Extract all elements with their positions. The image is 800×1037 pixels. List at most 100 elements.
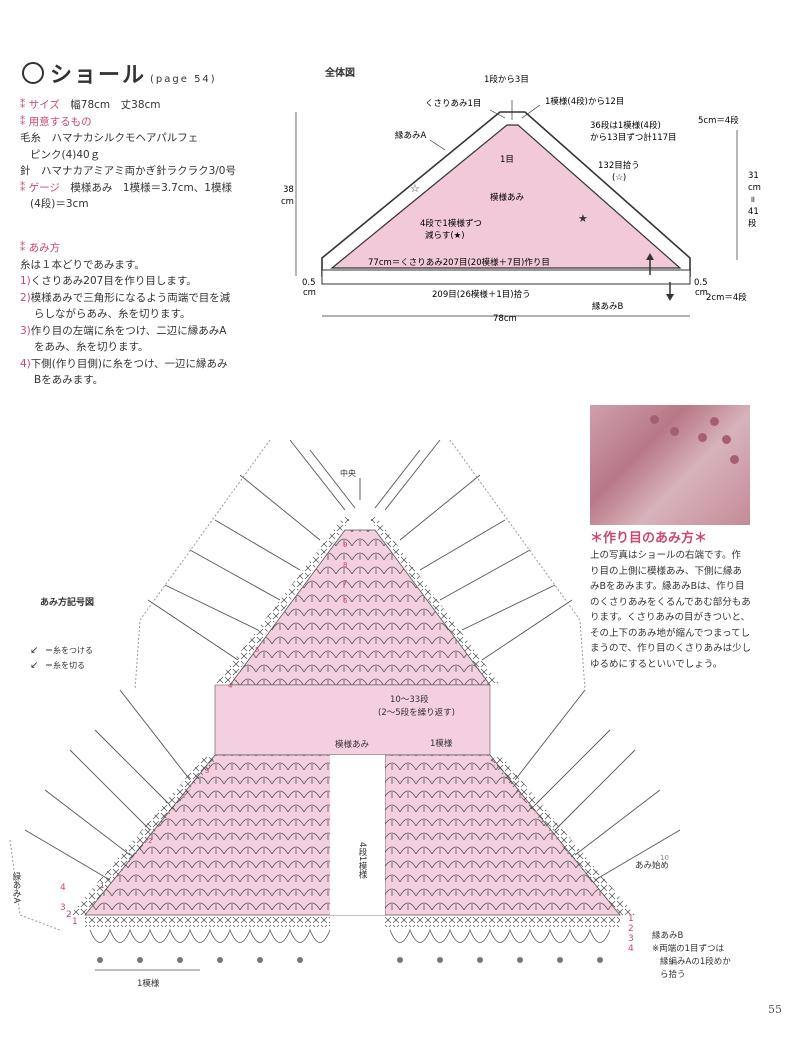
label-h38-cm: cm	[281, 197, 294, 207]
svg-text:2: 2	[66, 910, 72, 920]
method-step: Bをあみます。	[34, 374, 104, 386]
overall-diagram: 全体図 ☆ ★ 1段から3目 くさりあみ1目 1模様(4段)から12目 縁あみA…	[281, 66, 761, 324]
label-5cm: 5cm＝4段	[698, 115, 739, 126]
star-filled-icon: ★	[578, 212, 588, 225]
attach-icon: ↙	[30, 645, 38, 656]
chart-edge-a: 縁あみA	[11, 871, 21, 903]
label-star-open: (☆)	[612, 173, 626, 183]
chart-edge-b: 縁あみB	[652, 930, 684, 941]
method-step: 2)模様あみで三角形になるよう両端で目を減	[20, 291, 231, 304]
label-pattern4-12: 1模様(4段)から12目	[545, 96, 624, 107]
yarn-line: 毛糸 ハマナカシルクモヘアパルフェ	[20, 132, 199, 144]
label-edge-b: 縁あみB	[592, 301, 624, 312]
fringe-upper	[147, 439, 573, 661]
label-half-left-cm: cm	[303, 288, 316, 298]
label-dec2: 減らす(★)	[425, 230, 465, 241]
title-text: ショール	[50, 63, 147, 88]
label-half-right-cm: cm	[695, 288, 708, 298]
overall-title: 全体図	[324, 66, 355, 79]
svg-text:4: 4	[60, 883, 66, 893]
shawl-photo	[590, 405, 750, 525]
edge-b-strip	[321, 269, 691, 285]
label-rdan: 段	[748, 218, 757, 229]
rows-note: 10〜33段	[390, 694, 429, 705]
right-row-numbers: 1 2 3 4	[628, 914, 634, 954]
method-block: ⁑ あみ方 糸は１本どりであみます。 1)くさりあみ207目を作り目します。 2…	[20, 240, 290, 389]
chart-start: あみ始め	[635, 860, 669, 871]
label-req: ॥	[750, 195, 755, 205]
photo-description: 上の写真はショールの右端です。作 り目の上側に模様あみ、下側に縁あ みBをあみま…	[590, 550, 752, 670]
method-step: をあみ、糸を切ります。	[34, 341, 149, 353]
size-label: サイズ	[28, 99, 60, 111]
chart-one-pattern: 1模様	[430, 738, 453, 749]
gauge-value-2: (4段)＝3cm	[30, 198, 89, 210]
specs-block: ⁑ サイズ 幅78cm 丈38cm ⁑ 用意するもの 毛糸 ハマナカシルクモヘア…	[20, 97, 285, 213]
chart-edge-b-note3: ら拾う	[660, 969, 686, 980]
svg-text:3: 3	[60, 903, 66, 913]
svg-text:8: 8	[343, 561, 347, 569]
row-marks: 9 8 7 6 5 4 3 2 1 10	[100, 541, 669, 890]
rows-note-2: (2〜5段を繰り返す)	[378, 707, 455, 718]
svg-text:4: 4	[228, 682, 233, 690]
chart-four-rows: 4段1模様	[357, 842, 367, 878]
svg-text:3: 3	[205, 767, 209, 775]
chart-pattern-label: 模様あみ	[335, 739, 370, 750]
needle-line: 針 ハマナカアミアミ両かぎ針ラクラク3/0号	[20, 165, 236, 177]
photo-subtitle: ＊作り目のあみ方＊	[590, 531, 708, 546]
label-pick132: 132目拾う	[598, 160, 640, 171]
label-half-left: 0.5	[302, 278, 316, 288]
method-step: 1)くさりあみ207目を作り目します。	[20, 275, 197, 287]
edge-b-right	[385, 915, 620, 927]
method-label: あみ方	[28, 242, 61, 254]
legend-cut: ＝糸を切る	[45, 660, 85, 670]
left-row-numbers: 4 3 2 1	[60, 883, 78, 927]
label-pick36: 36段は1模様(4段)	[590, 120, 661, 131]
gauge-label: ゲージ	[28, 181, 60, 194]
method-step: 4)下側(作り目側)に糸をつけ、一辺に縁あみ	[20, 357, 228, 370]
svg-text:9: 9	[343, 541, 347, 549]
svg-text:1: 1	[100, 882, 104, 890]
label-r41: 41	[748, 207, 759, 217]
page-title: ショール(page 54)	[22, 57, 217, 89]
chart-edge-b-note2: 縁編みAの1段めか	[660, 956, 731, 967]
label-r31: 31	[748, 171, 759, 181]
size-value: 幅78cm 丈38cm	[70, 99, 161, 111]
svg-text:7: 7	[343, 579, 347, 587]
label-1st: 1目	[500, 155, 514, 165]
method-step: らしながらあみ、糸を切ります。	[34, 308, 191, 320]
method-step: 3)作り目の左端に糸をつけ、二辺に縁あみA	[20, 324, 227, 337]
label-pick36b: から13目ずつ計117目	[590, 132, 677, 143]
page-reference: (page 54)	[150, 74, 217, 85]
label-2cm: 2cm＝4段	[706, 292, 747, 303]
chart-center-label: 中央	[340, 468, 356, 478]
svg-text:1: 1	[72, 917, 78, 927]
q-circle-icon	[22, 62, 44, 84]
svg-text:3: 3	[628, 934, 634, 944]
svg-text:1: 1	[628, 914, 634, 924]
chart-title: あみ方記号図	[40, 596, 94, 608]
label-chain-note: 77cm＝くさりあみ207目(20模様＋7目)作り目	[368, 257, 550, 268]
method-intro: 糸は１本どりであみます。	[20, 258, 145, 271]
label-half-right: 0.5	[694, 278, 708, 288]
label-w78: 78cm	[493, 314, 517, 324]
label-rcm: cm	[748, 183, 761, 193]
label-main-pattern: 模様あみ	[490, 192, 525, 203]
svg-text:2: 2	[628, 924, 634, 934]
materials-label: 用意するもの	[28, 115, 92, 128]
yarn-color-line: ピンク(4)40ｇ	[30, 148, 101, 161]
svg-text:2: 2	[148, 837, 152, 845]
edge-b-left	[85, 915, 330, 927]
page-number: 55	[768, 1003, 782, 1016]
label-h38: 38	[283, 185, 294, 195]
label-edge-a: 縁あみA	[395, 130, 427, 141]
star-outline-icon: ☆	[410, 182, 420, 195]
cut-icon: ↙	[30, 660, 38, 671]
label-chain1: くさりあみ1目	[425, 99, 481, 109]
label-dec1: 4段で1模様ずつ	[420, 218, 482, 229]
svg-text:10: 10	[660, 854, 669, 862]
chart-bottom-pattern: 1模様	[137, 978, 160, 989]
legend-attach: ＝糸をつける	[45, 645, 93, 655]
gauge-value: 模様あみ 1模様＝3.7cm、1模様	[70, 181, 232, 194]
fringe-lower	[24, 689, 681, 881]
label-pick209: 209目(26模様＋1目)拾う	[432, 289, 531, 300]
